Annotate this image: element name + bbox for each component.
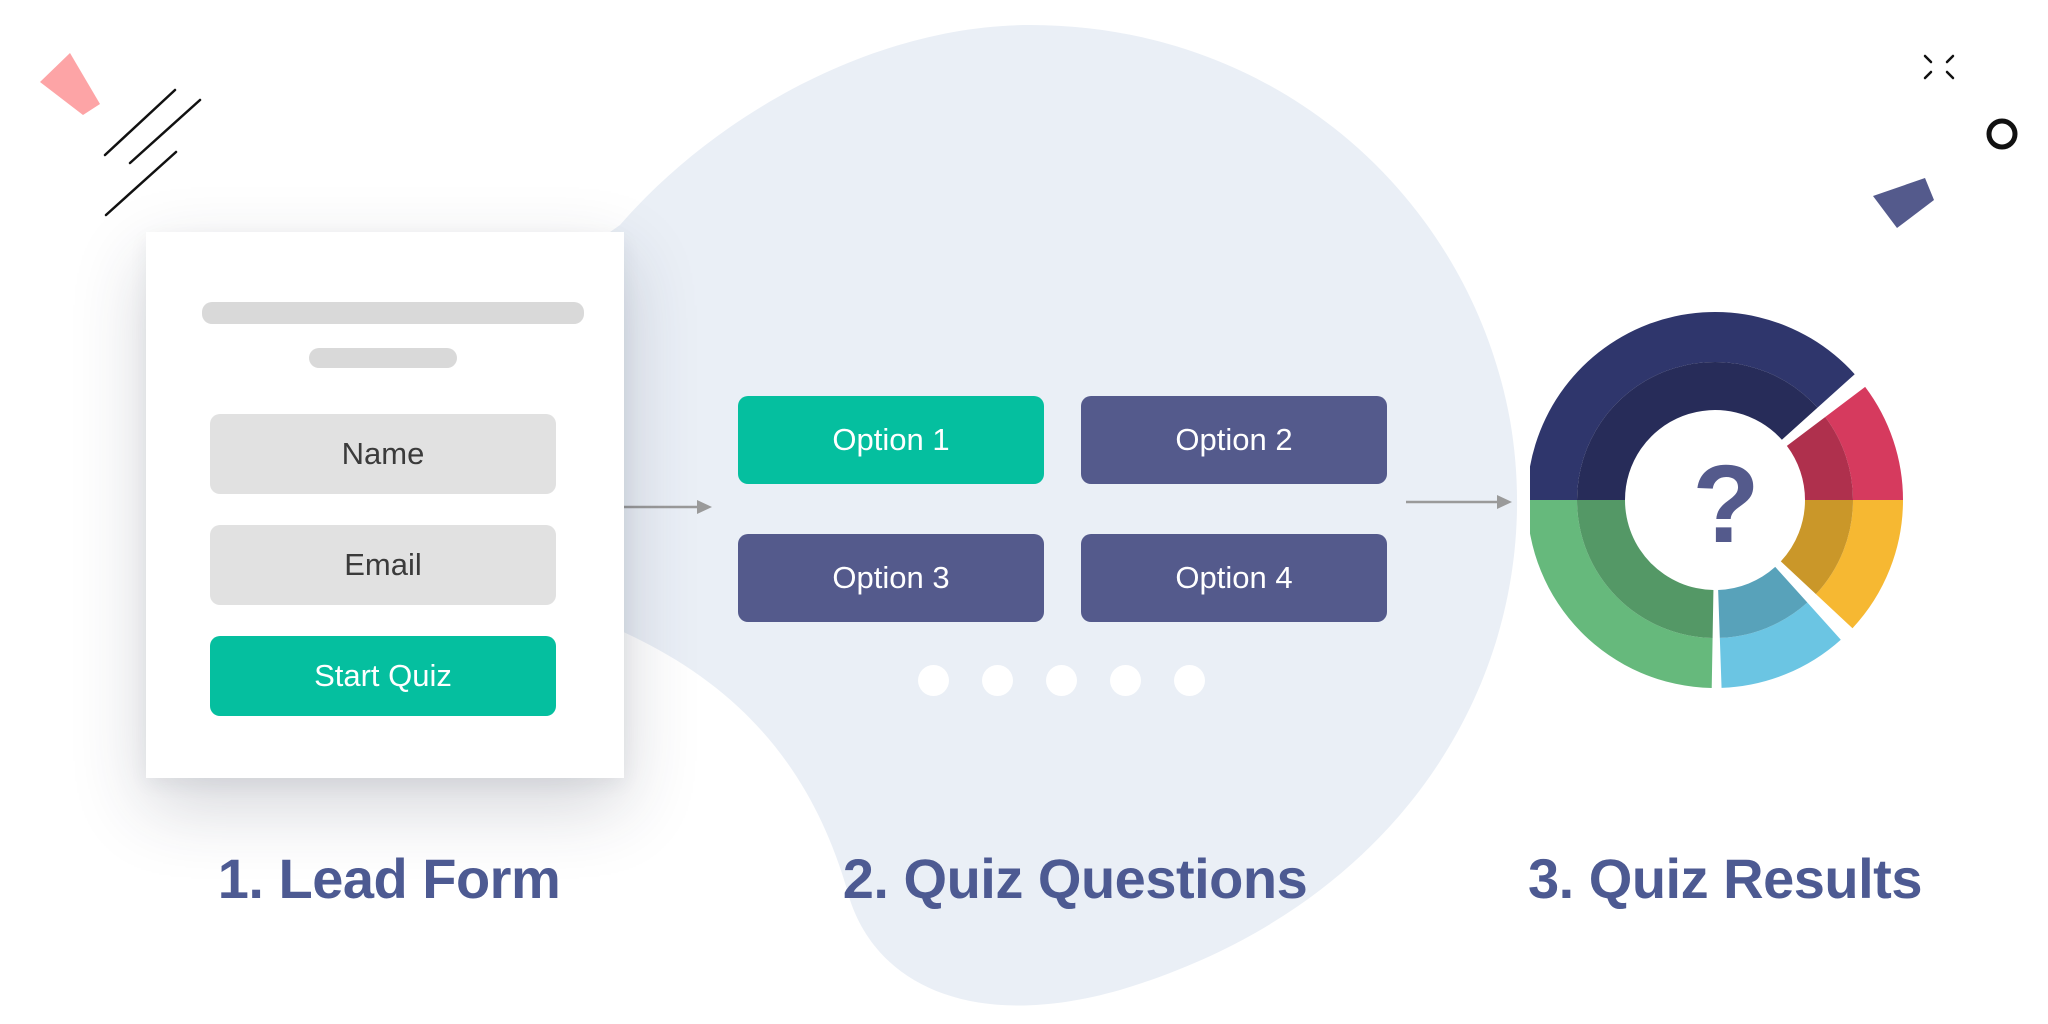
navy-shape-icon xyxy=(1873,178,1934,228)
option-2-label: Option 2 xyxy=(1175,422,1293,457)
segment-red-inner xyxy=(1786,416,1853,500)
segment-green-outer xyxy=(1530,500,1713,688)
start-quiz-button[interactable]: Start Quiz xyxy=(210,636,556,716)
segment-yellow-outer xyxy=(1815,500,1903,629)
option-1-button[interactable]: Option 1 xyxy=(738,396,1044,484)
step-1-label: 1. Lead Form xyxy=(217,846,561,910)
background-blob xyxy=(429,25,1518,1006)
start-quiz-label: Start Quiz xyxy=(314,658,452,693)
pink-shape-icon xyxy=(40,53,100,115)
question-mark-icon: ? xyxy=(1692,443,1759,566)
email-field-label: Email xyxy=(344,547,422,582)
segment-red-outer xyxy=(1825,386,1903,500)
pagination-dot-1[interactable] xyxy=(918,665,949,696)
form-title-placeholder xyxy=(202,302,584,324)
lead-form-card: Name Email Start Quiz xyxy=(146,232,624,778)
form-subtitle-placeholder xyxy=(309,348,457,368)
segment-yellow-inner xyxy=(1780,500,1853,595)
segment-blue-inner xyxy=(1718,566,1808,638)
pagination-dot-4[interactable] xyxy=(1110,665,1141,696)
ring-icon xyxy=(1986,118,2018,150)
segment-blue-outer xyxy=(1719,602,1841,688)
name-field[interactable]: Name xyxy=(210,414,556,494)
pagination-dot-5[interactable] xyxy=(1174,665,1205,696)
option-2-button[interactable]: Option 2 xyxy=(1081,396,1387,484)
segment-green-inner xyxy=(1577,500,1714,638)
name-field-label: Name xyxy=(341,436,425,471)
step-2-label: 2. Quiz Questions xyxy=(842,846,1308,910)
step-3-label: 3. Quiz Results xyxy=(1528,846,1922,910)
option-4-button[interactable]: Option 4 xyxy=(1081,534,1387,622)
slash-lines-icon xyxy=(103,88,202,217)
pagination-dot-2[interactable] xyxy=(982,665,1013,696)
option-4-label: Option 4 xyxy=(1175,560,1293,595)
pagination-dot-3[interactable] xyxy=(1046,665,1077,696)
email-field[interactable]: Email xyxy=(210,525,556,605)
segment-navy-outer xyxy=(1530,312,1855,500)
arrow-questions-to-results xyxy=(1406,495,1512,509)
segment-navy-inner xyxy=(1577,362,1818,500)
quiz-results-donut: ? xyxy=(1530,312,1903,688)
sparkle-icon xyxy=(1923,54,1955,80)
option-1-label: Option 1 xyxy=(832,422,950,457)
option-3-button[interactable]: Option 3 xyxy=(738,534,1044,622)
option-3-label: Option 3 xyxy=(832,560,950,595)
